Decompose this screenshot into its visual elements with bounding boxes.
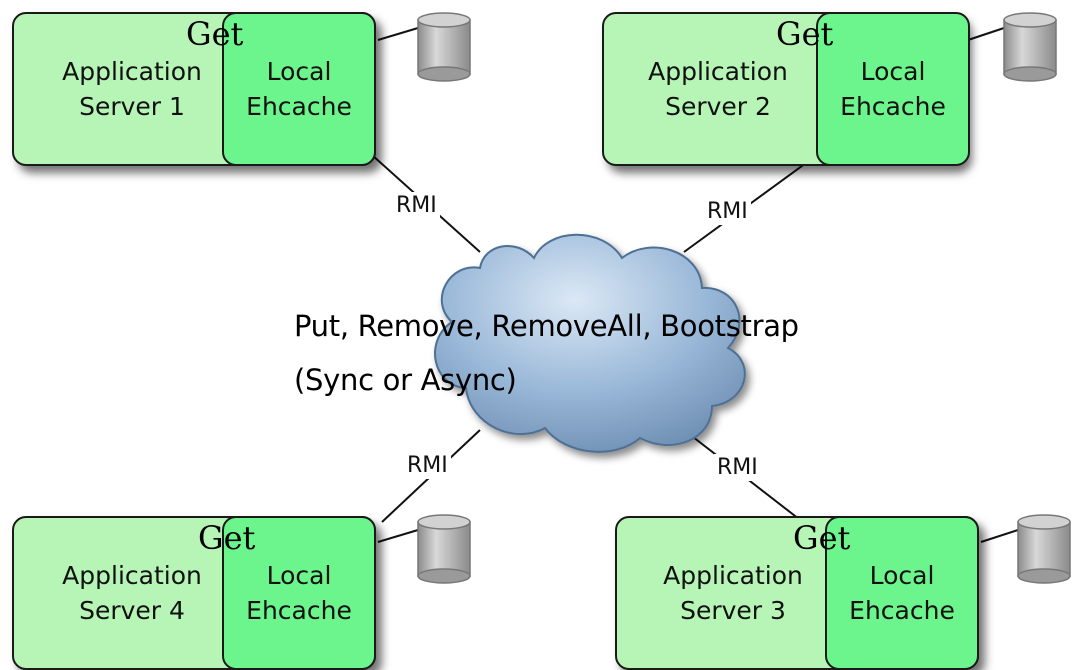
local-ehcache-box: Local Ehcache — [222, 516, 376, 670]
rmi-label-bottom-left: RMI — [404, 452, 451, 479]
application-server-label: Application Server 1 — [62, 57, 202, 121]
get-operation-label: Get — [793, 519, 851, 557]
database-cylinder-icon — [1003, 12, 1057, 82]
get-operation-label: Get — [186, 15, 244, 53]
application-server-label: Application Server 2 — [648, 57, 788, 121]
application-server-3: Application Server 3 Local Ehcache Get — [615, 516, 979, 670]
application-server-2: Application Server 2 Local Ehcache Get — [602, 12, 970, 166]
rmi-label-top-left: RMI — [393, 192, 440, 219]
local-ehcache-label: Local Ehcache — [246, 561, 352, 625]
database-cylinder-icon — [417, 12, 471, 82]
cloud-icon — [434, 233, 746, 453]
cloud-mode-label: (Sync or Async) — [294, 363, 517, 397]
disk-connector-1 — [377, 27, 419, 41]
disk-connector-2 — [967, 27, 1005, 41]
local-ehcache-box: Local Ehcache — [816, 12, 970, 166]
cloud-operations-label: Put, Remove, RemoveAll, Bootstrap — [294, 309, 799, 343]
disk-connector-3 — [980, 529, 1019, 543]
application-server-1: Application Server 1 Local Ehcache Get — [12, 12, 376, 166]
local-ehcache-label: Local Ehcache — [849, 561, 955, 625]
rmi-label-bottom-right: RMI — [714, 454, 761, 481]
application-server-label: Application Server 4 — [62, 561, 202, 625]
local-ehcache-box: Local Ehcache — [222, 12, 376, 166]
get-operation-label: Get — [776, 15, 834, 53]
database-cylinder-icon — [1017, 514, 1071, 584]
get-operation-label: Get — [198, 519, 256, 557]
local-ehcache-label: Local Ehcache — [840, 57, 946, 121]
rmi-label-top-right: RMI — [704, 198, 751, 225]
database-cylinder-icon — [417, 514, 471, 584]
application-server-label: Application Server 3 — [663, 561, 803, 625]
local-ehcache-box: Local Ehcache — [825, 516, 979, 670]
application-server-4: Application Server 4 Local Ehcache Get — [12, 516, 376, 670]
disk-connector-4 — [377, 529, 419, 543]
local-ehcache-label: Local Ehcache — [246, 57, 352, 121]
